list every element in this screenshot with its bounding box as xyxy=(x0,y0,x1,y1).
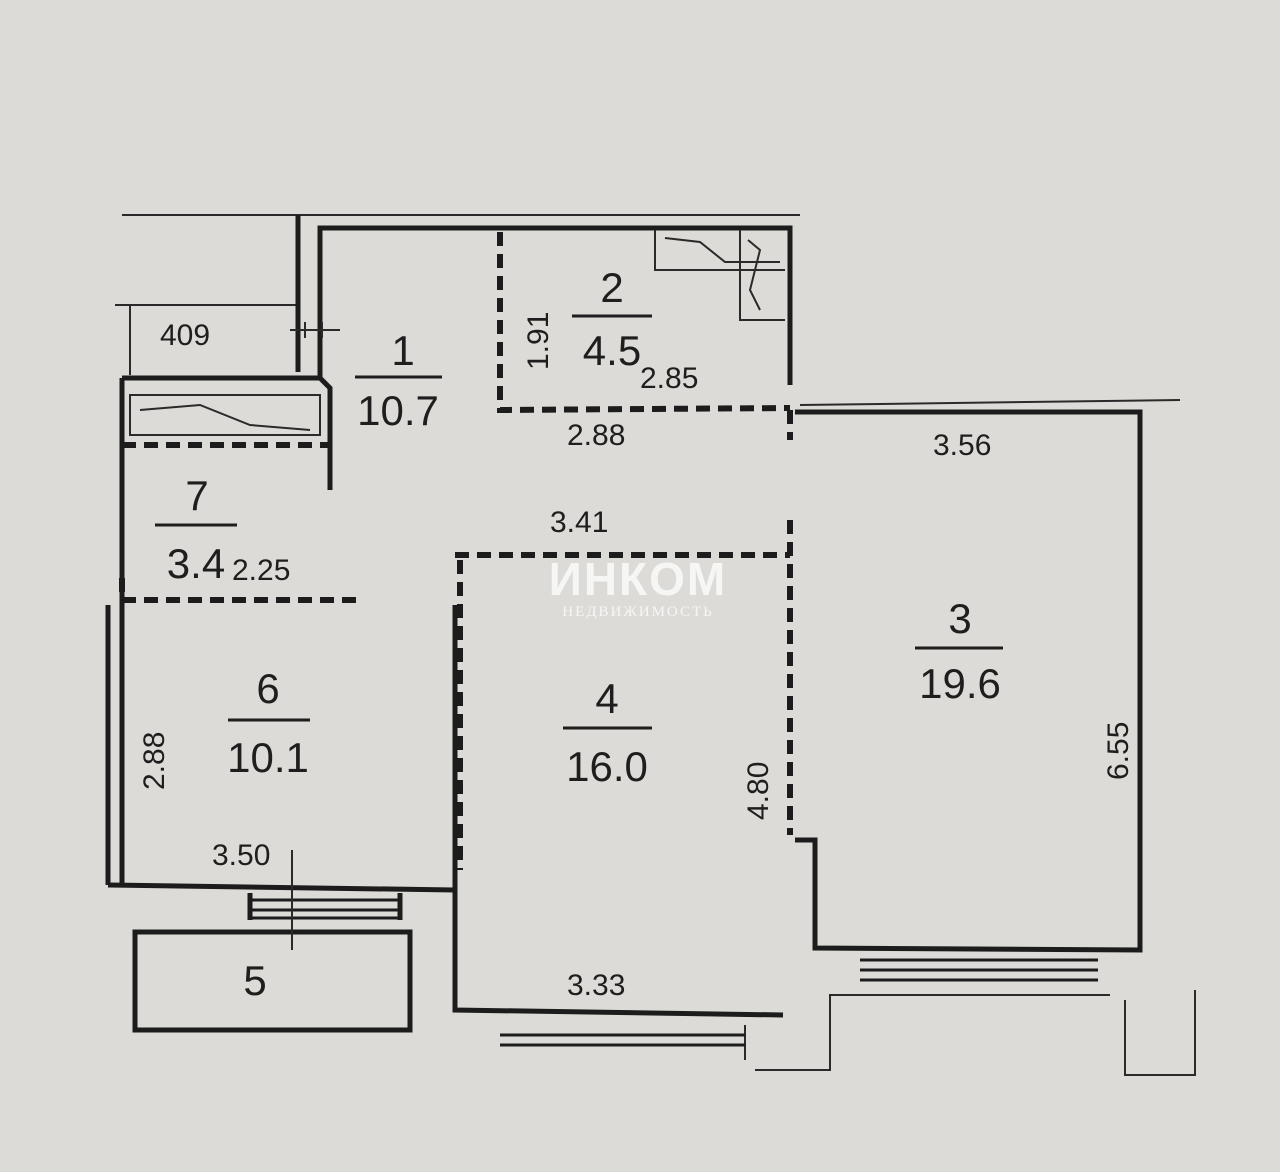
dim-288-left: 2.88 xyxy=(138,732,171,790)
windows xyxy=(250,898,1098,1047)
room-6-label: 6 10.1 xyxy=(227,665,310,781)
watermark-tagline: НЕДВИЖИМОСТЬ xyxy=(562,604,713,620)
dim-356: 3.56 xyxy=(933,429,991,462)
dim-333: 3.33 xyxy=(567,969,625,1002)
room-7-number: 7 xyxy=(185,472,208,519)
room-4-number: 4 xyxy=(595,675,618,722)
dim-288-top: 2.88 xyxy=(567,419,625,452)
room-1-number: 1 xyxy=(391,327,414,374)
dimension-labels: 409 1.91 2.85 2.88 3.56 3.41 2.25 2.88 3… xyxy=(138,312,1135,1002)
dim-655: 6.55 xyxy=(1102,722,1135,780)
dim-480: 4.80 xyxy=(742,762,775,820)
room-5-label: 5 xyxy=(243,957,266,1004)
context-lines xyxy=(115,214,1196,1076)
dim-409: 409 xyxy=(160,319,210,352)
partitions xyxy=(119,232,793,870)
room-3-area: 19.6 xyxy=(919,660,1001,707)
dimension-ticks xyxy=(290,322,340,950)
room-1-label: 1 10.7 xyxy=(355,327,442,434)
room-5-number: 5 xyxy=(243,957,266,1004)
room-3-number: 3 xyxy=(948,595,971,642)
room-7-area: 3.4 xyxy=(167,540,225,587)
watermark-logo: ИНКОМ НЕДВИЖИМОСТЬ xyxy=(549,553,727,620)
room-2-number: 2 xyxy=(600,264,623,311)
walls xyxy=(105,215,1143,1033)
room-2-area: 4.5 xyxy=(583,327,641,374)
room-1-area: 10.7 xyxy=(357,387,439,434)
room-2-label: 2 4.5 xyxy=(572,264,652,374)
room-7-label: 7 3.4 xyxy=(155,472,237,587)
room-4-area: 16.0 xyxy=(566,743,648,790)
dim-341: 3.41 xyxy=(550,506,608,539)
room-6-number: 6 xyxy=(256,665,279,712)
dim-350: 3.50 xyxy=(212,839,270,872)
dim-191: 1.91 xyxy=(522,312,555,370)
watermark-brand: ИНКОМ xyxy=(549,553,727,605)
dim-285: 2.85 xyxy=(640,362,698,395)
room-6-area: 10.1 xyxy=(227,734,309,781)
dim-225: 2.25 xyxy=(232,554,290,587)
bathroom-fixtures xyxy=(129,230,785,436)
room-4-label: 4 16.0 xyxy=(563,675,652,790)
room-3-label: 3 19.6 xyxy=(915,595,1003,707)
